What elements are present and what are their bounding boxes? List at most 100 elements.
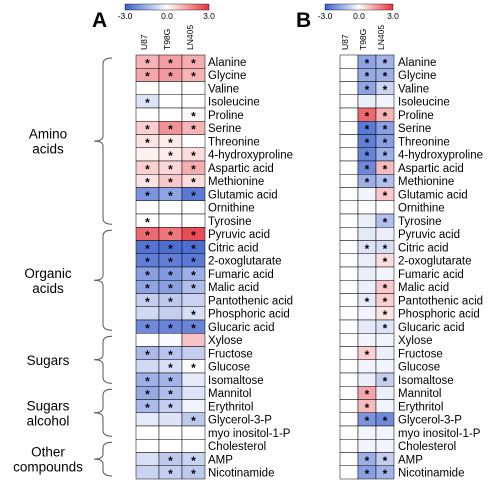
panel-a-significance-mark: * [145, 374, 150, 388]
panel-a-metabolite-label: Pantothenic acid [208, 295, 293, 307]
panel-a-column-label-u87: U87 [139, 34, 149, 50]
panel-a-significance-mark: * [168, 467, 173, 481]
panel-a-metabolite-label: Ornithine [208, 203, 255, 215]
panel-b-heatmap-cell [339, 359, 359, 374]
panel-a-significance-mark: * [145, 215, 150, 229]
panel-b-column-label-u87: U87 [340, 34, 350, 50]
panel-b-heatmap-cell [339, 227, 359, 241]
panel-b-metabolite-label: AMP [398, 454, 423, 466]
panel-a-colorbar-mid: 0.0 [161, 11, 173, 21]
panel-b: B -3.0 0.0 3.0 U87 T98G LN405 **********… [296, 3, 483, 481]
panel-a-significance-mark: * [191, 189, 196, 203]
panel-a-metabolite-label: Tyrosine [208, 216, 251, 228]
panel-b-metabolite-label: Methionine [398, 176, 454, 188]
panel-a-colorbar [124, 3, 210, 11]
panel-b-significance-mark: * [365, 401, 370, 415]
panel-b-significance-mark: * [365, 56, 370, 70]
panel-b-significance-mark: * [383, 109, 388, 123]
panel-a-heatmap-cell [158, 213, 183, 228]
panel-a-significance-mark: * [191, 255, 196, 269]
panel-a-heatmap-cell [135, 200, 160, 215]
panel-a-significance-mark: * [168, 374, 173, 388]
panel-a-significance-mark: * [145, 268, 150, 282]
panel-b-significance-mark: * [365, 83, 370, 97]
panel-a-heatmap-cell [181, 372, 206, 387]
panel-b-significance-mark: * [365, 109, 370, 123]
panel-a-significance-mark: * [145, 56, 150, 70]
panel-a-heatmap-cell [181, 465, 206, 480]
panel-a-significance-mark: * [168, 136, 173, 150]
panel-a-significance-mark: * [145, 388, 150, 402]
panel-b-heatmap-cell [357, 372, 377, 387]
panel-b-heatmap-cell [339, 333, 359, 347]
panel-b-heatmap-cell [357, 306, 377, 321]
panel-a-metabolite-label: myo inositol-1-P [208, 428, 291, 440]
panel-a-metabolite-label: Proline [208, 110, 244, 122]
group-label: acids [32, 281, 64, 296]
panel-a-significance-mark: * [168, 268, 173, 282]
panel-a-significance-mark: * [168, 189, 173, 203]
panel-b-heatmap-cell [339, 68, 359, 82]
panel-a-metabolite-label: Pyruvic acid [208, 229, 270, 241]
panel-b-heatmap-cell [339, 293, 359, 307]
panel-a-heatmap-cell [158, 94, 183, 109]
panel-b-heatmap-cell [339, 253, 359, 268]
panel-b-heatmap-cell [339, 121, 359, 135]
panel-b-significance-mark: * [383, 467, 388, 481]
panel-a-heatmap-cell [181, 81, 206, 95]
panel-a-metabolite-label: AMP [208, 454, 233, 466]
panel-a-significance-mark: * [168, 388, 173, 402]
panel-a-significance-mark: * [191, 162, 196, 176]
panel-b-metabolite-label: myo inositol-1-P [398, 428, 481, 440]
panel-b-heatmap-cell [375, 359, 395, 374]
panel-a-significance-mark: * [191, 282, 196, 296]
panel-a-significance-mark: * [168, 321, 173, 335]
panel-b-heatmap-cell [339, 372, 359, 387]
panel-b-metabolite-label: Pantothenic acid [398, 295, 483, 307]
panel-b-significance-mark: * [365, 388, 370, 402]
panel-a-colorbar-min: -3.0 [118, 11, 133, 21]
panel-b-significance-mark: * [365, 136, 370, 150]
panel-a-significance-mark: * [145, 136, 150, 150]
panel-b-heatmap-cell [357, 200, 377, 215]
panel-a-significance-mark: * [145, 401, 150, 415]
panel-a-heatmap-cell [181, 333, 206, 347]
panel-b-significance-mark: * [383, 255, 388, 269]
panel-b-metabolite-label: Mannitol [398, 388, 441, 400]
panel-a-metabolite-label: Valine [208, 83, 239, 95]
panel-a-significance-mark: * [145, 242, 150, 256]
panel-b-cells: ************************************** [339, 54, 395, 481]
panel-b-significance-mark: * [365, 242, 370, 256]
panel-a-metabolite-label: Serine [208, 123, 241, 135]
panel-a-significance-mark: * [191, 454, 196, 468]
panel-b-heatmap-cell [339, 200, 359, 215]
panel-b-metabolite-label: Fumaric acid [398, 269, 464, 281]
panel-a-significance-mark: * [145, 321, 150, 335]
panel-a-heatmap-cell [135, 147, 160, 162]
panel-b-heatmap-cell [375, 94, 395, 109]
panel-a-heatmap-cell [135, 439, 160, 453]
panel-a-column-label-ln405: LN405 [185, 25, 195, 50]
panel-a-significance-mark: * [168, 361, 173, 375]
group-label: Amino [29, 127, 67, 142]
panel-b-metabolite-label: Glucose [398, 362, 440, 374]
panel-a-letter: A [92, 9, 107, 32]
panel-a-significance-mark: * [168, 56, 173, 70]
panel-b-significance-mark: * [365, 162, 370, 176]
panel-b-significance-mark: * [383, 242, 388, 256]
panel-a-significance-mark: * [191, 414, 196, 428]
panel-b-heatmap-cell [375, 227, 395, 241]
panel-b-significance-mark: * [383, 374, 388, 388]
panel-b-significance-mark: * [383, 176, 388, 190]
panel-a-significance-mark: * [168, 123, 173, 137]
panel-b-heatmap-cell [339, 187, 359, 201]
panel-a-column-label-t98g: T98G [162, 29, 172, 50]
panel-b-metabolite-label: Proline [398, 110, 434, 122]
panel-a-metabolite-label: Methionine [208, 176, 264, 188]
panel-b-significance-mark: * [365, 149, 370, 163]
panel-a-metabolite-label: 4-hydroxyproline [208, 150, 293, 162]
panel-b-metabolite-label: Nicotinamide [398, 468, 464, 480]
panel-a-heatmap-cell [181, 200, 206, 215]
panel-b-heatmap-cell [339, 54, 359, 69]
panel-a-labels: AlanineGlycineValineIsoleucineProlineSer… [208, 57, 293, 480]
